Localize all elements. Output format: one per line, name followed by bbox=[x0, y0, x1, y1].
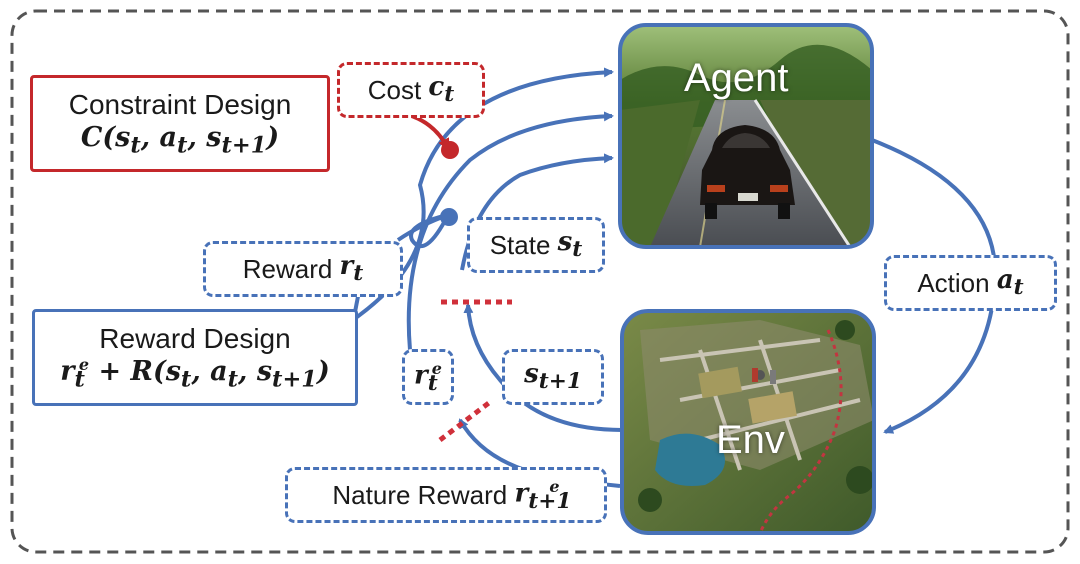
constraint-design-formula: C(st, at, st+1) bbox=[80, 121, 280, 158]
env-title: Env bbox=[716, 418, 785, 462]
env-scene bbox=[622, 311, 874, 533]
action-label: Action at bbox=[884, 255, 1057, 311]
cut-mark-nature bbox=[438, 400, 492, 442]
reward-design-title: Reward Design bbox=[99, 322, 291, 354]
state-label: State st bbox=[467, 217, 605, 273]
junction-loop bbox=[409, 213, 450, 249]
outer-frame bbox=[10, 9, 1070, 554]
reward-design-box: Reward Design rte + R(st, at, st+1) bbox=[32, 309, 358, 406]
agent-scene bbox=[620, 25, 872, 247]
agent-title: Agent bbox=[684, 56, 789, 100]
constraint-design-box: Constraint Design C(st, at, st+1) bbox=[30, 75, 330, 172]
agent-border bbox=[618, 23, 874, 249]
intrinsic-reward-label: rte bbox=[402, 349, 454, 405]
reward-label: Reward rt bbox=[203, 241, 403, 297]
cost-junction bbox=[441, 141, 459, 159]
nature-reward-label: Nature Reward rt+1e bbox=[285, 467, 607, 523]
reward-design-formula: rte + R(st, at, st+1) bbox=[60, 355, 330, 393]
cost-label: Cost ct bbox=[337, 62, 485, 118]
env-border bbox=[620, 309, 876, 535]
reward-junction bbox=[440, 208, 458, 226]
middle-arc bbox=[406, 111, 614, 351]
constraint-design-title: Constraint Design bbox=[68, 89, 292, 120]
state-next-arrow bbox=[463, 303, 623, 432]
next-state-label: st+1 bbox=[502, 349, 604, 405]
